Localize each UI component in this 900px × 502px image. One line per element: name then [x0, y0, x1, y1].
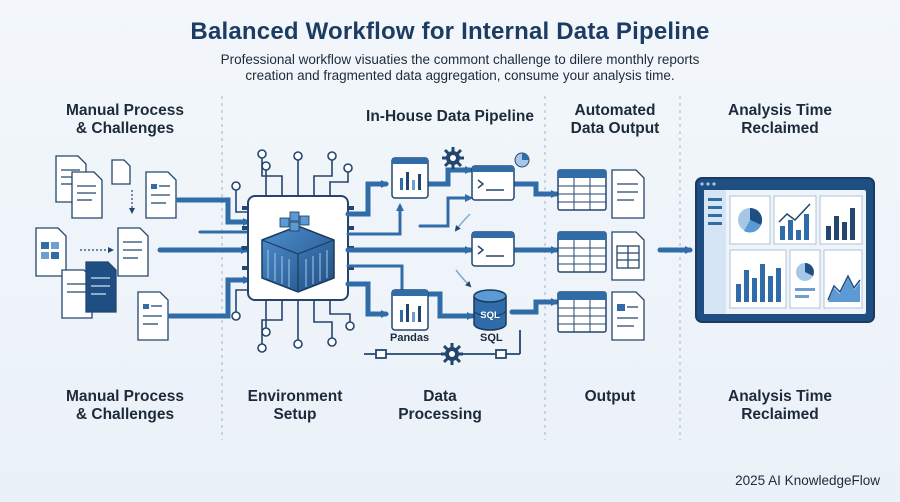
- label-pandas: Pandas: [390, 332, 430, 344]
- document-icon: [611, 291, 645, 341]
- chart-window-icon: [391, 289, 429, 331]
- label-bottom-output: Output: [584, 388, 636, 405]
- document-icon: [137, 291, 169, 341]
- document-icon: [71, 171, 103, 219]
- gear-icon: [441, 343, 463, 365]
- label-bottom-analysis: Analysis Time Reclaimed: [728, 388, 832, 423]
- label-top-analysis: Analysis Time Reclaimed: [728, 102, 832, 137]
- code-window-icon: [471, 165, 515, 201]
- document-icon: [611, 231, 645, 281]
- sql-badge: SQL: [480, 310, 500, 321]
- label-sql: SQL: [480, 332, 503, 344]
- container-icon: [261, 211, 335, 293]
- label-bottom-environment: Environment Setup: [247, 388, 343, 423]
- page-subtitle: Professional workflow visuaties the comm…: [220, 52, 700, 83]
- code-window-icon: [471, 231, 515, 267]
- document-icon: [111, 159, 131, 185]
- spreadsheet-icon: [557, 169, 607, 211]
- document-icon: [85, 261, 117, 313]
- page-title: Balanced Workflow for Internal Data Pipe…: [190, 18, 710, 45]
- document-icon: [611, 169, 645, 219]
- database-icon: SQL: [473, 289, 507, 331]
- spreadsheet-icon: [557, 231, 607, 273]
- document-icon: [145, 171, 177, 219]
- label-top-automated: Automated Data Output: [570, 102, 660, 137]
- label-top-manual: Manual Process & Challenges: [65, 102, 185, 137]
- label-top-pipeline: In-House Data Pipeline: [366, 108, 534, 125]
- document-icon: [35, 227, 67, 277]
- chart-window-icon: [391, 157, 429, 199]
- footer-credit: 2025 AI KnowledgeFlow: [735, 473, 880, 488]
- label-bottom-manual: Manual Process & Challenges: [65, 388, 185, 423]
- gear-icon: [442, 147, 464, 169]
- dashboard-icon: [695, 177, 875, 323]
- spreadsheet-icon: [557, 291, 607, 333]
- label-bottom-processing: Data Processing: [398, 388, 482, 423]
- pie-chart-icon: [514, 152, 530, 168]
- document-icon: [117, 227, 149, 277]
